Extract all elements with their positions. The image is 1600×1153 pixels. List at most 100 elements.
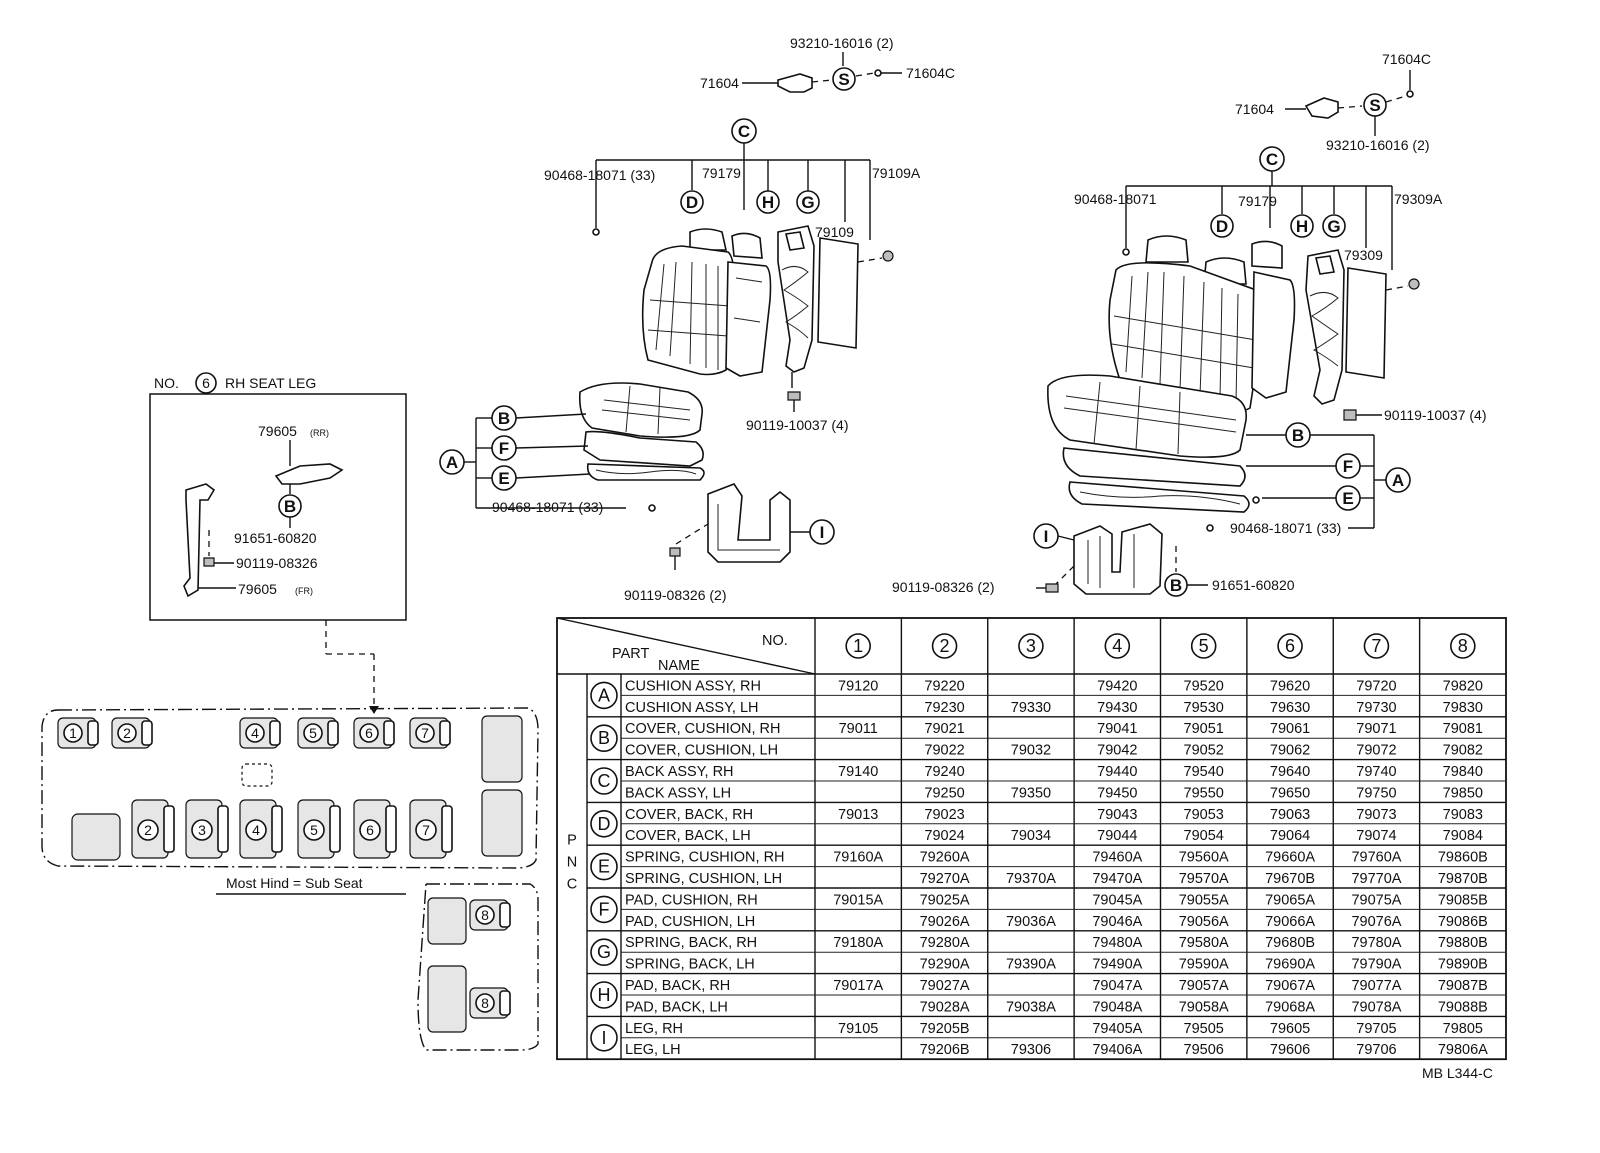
- table-cell: 79045A: [1092, 892, 1142, 908]
- table-col-header-4: 4: [1112, 636, 1122, 656]
- table-cell: 79605: [1270, 1021, 1310, 1037]
- table-cell: 79021: [924, 721, 964, 737]
- table-cell: 79025A: [920, 892, 970, 908]
- svg-text:C: C: [738, 122, 750, 141]
- bolt-90119-08326-bench-icon: [1045, 583, 1059, 593]
- table-row-name: SPRING, CUSHION, RH: [625, 850, 785, 866]
- part-label-90119-08326: 90119-08326 (2): [624, 587, 726, 603]
- marker-f-single: F: [491, 435, 517, 461]
- table-cell: 79067A: [1265, 978, 1315, 994]
- table-row-name: PAD, BACK, RH: [625, 978, 730, 994]
- table-cell: 79048A: [1092, 999, 1142, 1015]
- table-header-part: PART: [612, 646, 649, 662]
- svg-text:D: D: [686, 193, 698, 212]
- svg-text:6: 6: [366, 822, 374, 838]
- layout-seat-top-7: 7: [409, 717, 451, 749]
- table-cell: 79056A: [1179, 914, 1229, 930]
- table-cell: 79260A: [920, 850, 970, 866]
- table-cell: 79690A: [1265, 957, 1315, 973]
- table-row-name: PAD, CUSHION, LH: [625, 914, 755, 930]
- table-cell: 79280A: [920, 935, 970, 951]
- svg-text:5: 5: [310, 822, 318, 838]
- part-label-91651-bench: 91651-60820: [1212, 577, 1295, 593]
- svg-text:F: F: [499, 439, 509, 458]
- table-cell: 79051: [1184, 721, 1224, 737]
- bench-cushion-cover-drawing: [1047, 374, 1248, 458]
- table-cell: 79520: [1184, 678, 1224, 694]
- table-row-name: SPRING, CUSHION, LH: [625, 871, 782, 887]
- layout-seat-top-4: 4: [239, 717, 281, 749]
- table-cell: 79075A: [1351, 892, 1401, 908]
- bench-back-cover-drawing: [1108, 235, 1296, 413]
- table-cell: 79805: [1443, 1021, 1483, 1037]
- marker-s-bench: S: [1363, 93, 1387, 117]
- inset-part-79605-rr: 79605: [258, 423, 297, 439]
- table-cell: 79506: [1184, 1042, 1224, 1058]
- layout-seat-top-1: 1: [57, 717, 99, 749]
- marker-c-bench: C: [1259, 146, 1285, 172]
- svg-text:H: H: [1296, 217, 1308, 236]
- layout-caption: Most Hind = Sub Seat: [226, 875, 363, 891]
- marker-g-bench: G: [1322, 214, 1346, 238]
- layout-seat-bottom-7: 7: [409, 799, 453, 859]
- table-cell: 79790A: [1351, 957, 1401, 973]
- table-cell: 79370A: [1006, 871, 1056, 887]
- table-cell: 79290A: [920, 957, 970, 973]
- seat-cushion-cover-drawing: [578, 382, 704, 438]
- table-cell: 79850: [1443, 785, 1483, 801]
- table-row-name: LEG, RH: [625, 1021, 683, 1037]
- svg-text:E: E: [498, 469, 509, 488]
- marker-c-single: C: [731, 118, 757, 144]
- svg-text:8: 8: [481, 995, 489, 1011]
- bench-back-frame-drawing: [1305, 249, 1345, 405]
- table-row-name: PAD, BACK, LH: [625, 999, 728, 1015]
- svg-text:B: B: [284, 497, 296, 516]
- layout-seat-bottom-2: 2: [131, 799, 175, 859]
- table-cell: 79047A: [1092, 978, 1142, 994]
- handle-71604-bench-icon: [1304, 97, 1339, 119]
- part-label-90468-bottom: 90468-18071 (33): [492, 499, 603, 515]
- layout-seat-top-6: 6: [353, 717, 395, 749]
- table-cell: 79013: [838, 807, 878, 823]
- handle-71604-icon: [777, 73, 813, 93]
- table-cell: 79160A: [833, 850, 883, 866]
- table-cell: 79032: [1011, 743, 1051, 759]
- table-row-name: COVER, BACK, LH: [625, 828, 751, 844]
- svg-text:1: 1: [69, 725, 77, 741]
- inset-rr-tag: (RR): [310, 428, 329, 438]
- part-label-93210: 93210-16016 (2): [790, 35, 894, 51]
- table-cell: 79750: [1356, 785, 1396, 801]
- table-cell: 79580A: [1179, 935, 1229, 951]
- table-cell: 79640: [1270, 764, 1310, 780]
- table-cell: 79830: [1443, 700, 1483, 716]
- part-label-90468-bench: 90468-18071: [1074, 191, 1157, 207]
- back-board-79109-drawing: [817, 237, 859, 349]
- table-marker-e: E: [598, 857, 610, 877]
- table-cell: 79044: [1097, 828, 1137, 844]
- table-cell: 79026A: [920, 914, 970, 930]
- back-board-79309-drawing: [1345, 267, 1387, 379]
- svg-text:S: S: [1369, 96, 1380, 115]
- table-cell: 79730: [1356, 700, 1396, 716]
- table-cell: 79560A: [1179, 850, 1229, 866]
- table-row-name: CUSHION ASSY, RH: [625, 678, 761, 694]
- part-label-79309a: 79309A: [1394, 191, 1443, 207]
- table-cell: 79082: [1443, 743, 1483, 759]
- svg-text:G: G: [801, 193, 814, 212]
- svg-text:D: D: [1216, 217, 1228, 236]
- clip-79309a-icon: [1408, 278, 1420, 290]
- table-cell: 79105: [838, 1021, 878, 1037]
- single-seat-exploded-view: 93210-16016 (2) 71604 71604C S C 90468-1…: [439, 35, 955, 603]
- table-cell: 79660A: [1265, 850, 1315, 866]
- part-label-90119-10037-bench: 90119-10037 (4): [1384, 407, 1486, 423]
- diagram-code: MB L344-C: [1422, 1065, 1493, 1081]
- table-cell: 79420: [1097, 678, 1137, 694]
- marker-h-bench: H: [1290, 214, 1314, 238]
- svg-text:4: 4: [251, 725, 259, 741]
- table-cell: 79088B: [1438, 999, 1488, 1015]
- bench-seat-exploded-view: 71604C 71604 S 93210-16016 (2) C 90468-1…: [892, 51, 1486, 597]
- table-cell: 79230: [924, 700, 964, 716]
- svg-text:H: H: [762, 193, 774, 212]
